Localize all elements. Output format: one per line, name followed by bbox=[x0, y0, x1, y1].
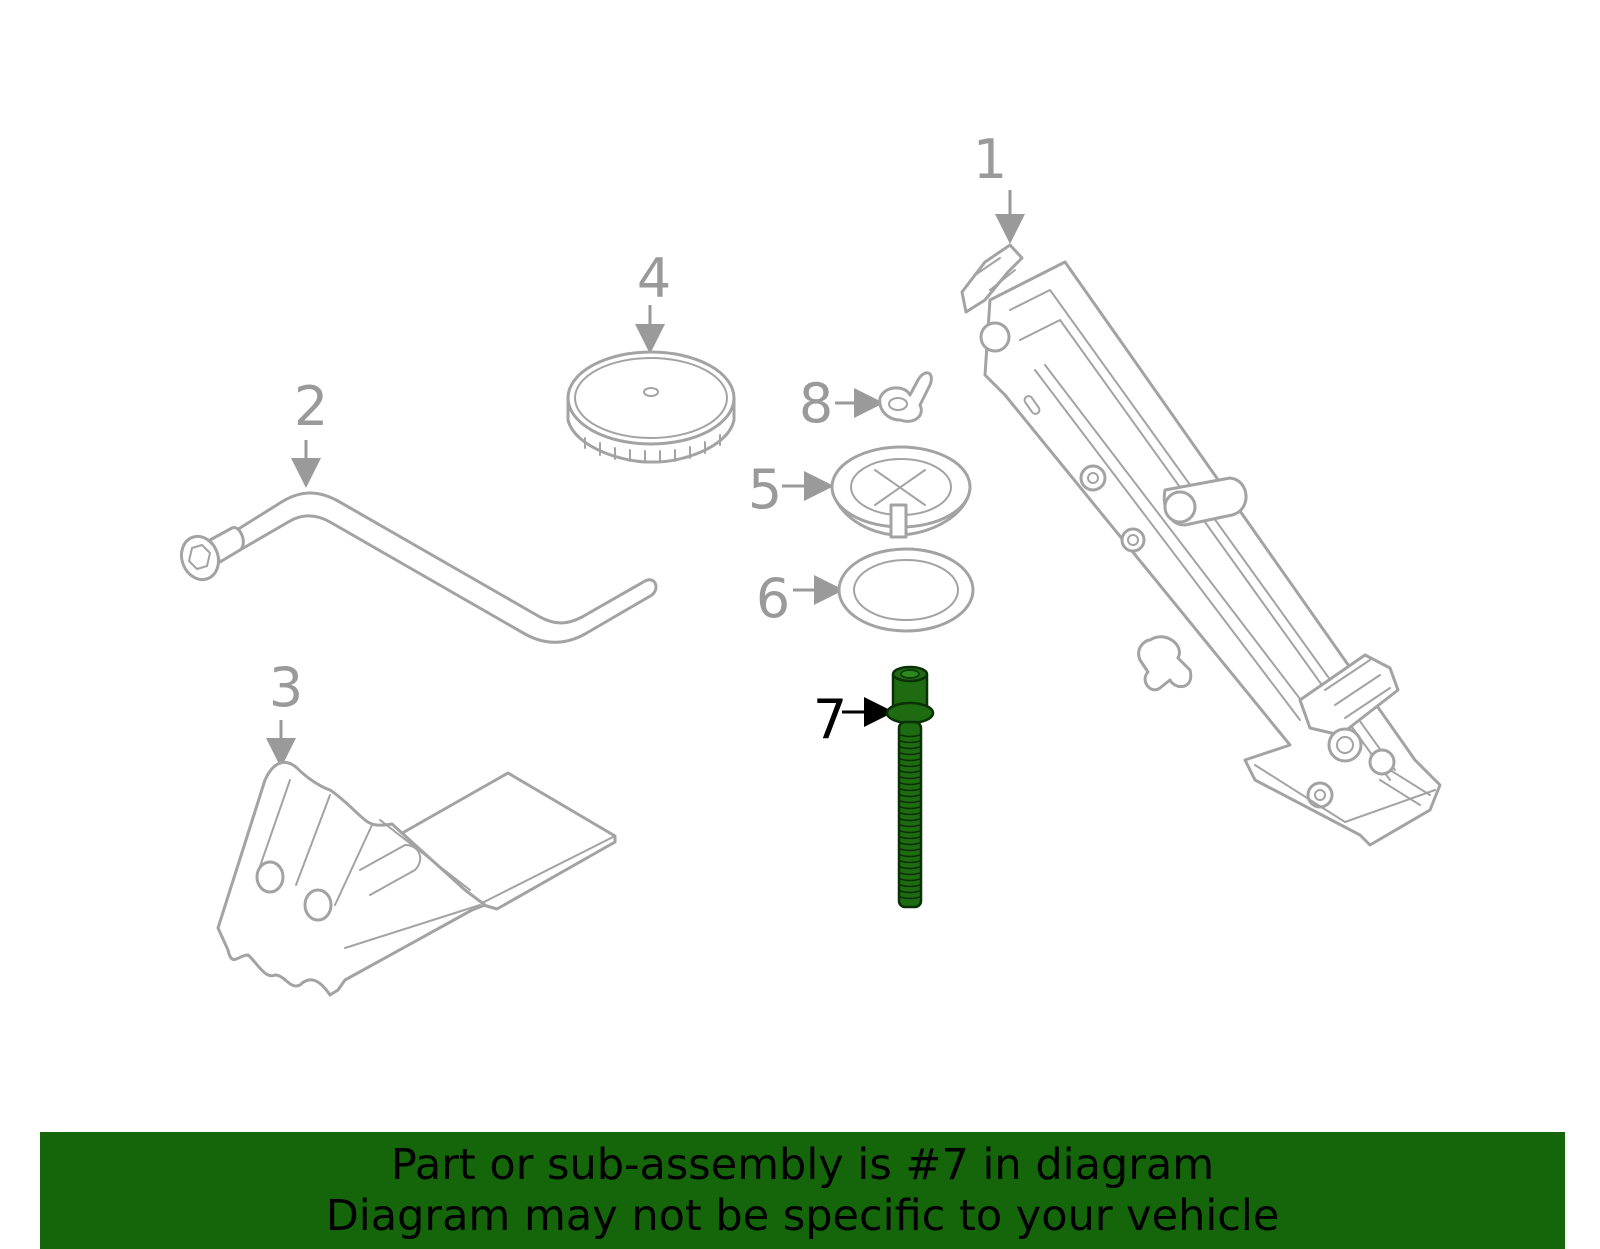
bolt-thread bbox=[899, 746, 921, 750]
bolt-thread bbox=[899, 860, 921, 864]
bolt-thread bbox=[899, 884, 921, 888]
part-6-ring: 6 bbox=[756, 547, 975, 633]
callout-2-label: 2 bbox=[294, 375, 328, 438]
bolt-thread bbox=[899, 890, 921, 894]
bolt-thread bbox=[899, 788, 921, 792]
bolt-thread bbox=[899, 734, 921, 738]
bolt-thread bbox=[899, 800, 921, 804]
bolt-thread bbox=[899, 758, 921, 762]
part-1-jack: 1 bbox=[960, 128, 1442, 847]
callout-5-label: 5 bbox=[748, 458, 782, 521]
callout-6-label: 6 bbox=[756, 567, 790, 630]
part-5-retainer: 5 bbox=[748, 445, 972, 539]
bolt-thread bbox=[899, 794, 921, 798]
part-3-holder: 3 bbox=[216, 656, 617, 997]
info-banner: Part or sub-assembly is #7 in diagram Di… bbox=[40, 1132, 1565, 1249]
bolt-thread bbox=[899, 770, 921, 774]
callout-1-label: 1 bbox=[973, 128, 1007, 191]
callout-3-label: 3 bbox=[269, 656, 303, 719]
callout-4-label: 4 bbox=[637, 247, 671, 310]
bolt-thread bbox=[899, 842, 921, 846]
bolt-thread bbox=[899, 854, 921, 858]
part-2-wrench: 2 bbox=[179, 375, 658, 644]
bolt-thread bbox=[899, 878, 921, 882]
bolt-thread bbox=[899, 866, 921, 870]
bolt-thread bbox=[899, 740, 921, 744]
banner-line-1: Part or sub-assembly is #7 in diagram bbox=[390, 1140, 1215, 1190]
bolt-thread bbox=[899, 752, 921, 756]
part-8-wing-nut: 8 bbox=[799, 371, 933, 435]
bolt-thread bbox=[899, 830, 921, 834]
bolt-thread bbox=[899, 836, 921, 840]
bolt-thread bbox=[899, 872, 921, 876]
bolt-thread bbox=[899, 824, 921, 828]
bolt-thread bbox=[899, 848, 921, 852]
callout-8-label: 8 bbox=[799, 372, 833, 435]
bolt-thread bbox=[899, 806, 921, 810]
part-7-bolt: 7 bbox=[813, 665, 935, 909]
bolt-thread bbox=[899, 782, 921, 786]
part-4-cap: 4 bbox=[566, 247, 736, 464]
bolt-thread bbox=[899, 764, 921, 768]
bolt-thread bbox=[899, 818, 921, 822]
bolt-thread bbox=[899, 776, 921, 780]
banner-line-2: Diagram may not be specific to your vehi… bbox=[325, 1191, 1280, 1241]
bolt-thread bbox=[899, 812, 921, 816]
callout-7-label: 7 bbox=[813, 688, 847, 751]
bolt-thread bbox=[899, 896, 921, 900]
